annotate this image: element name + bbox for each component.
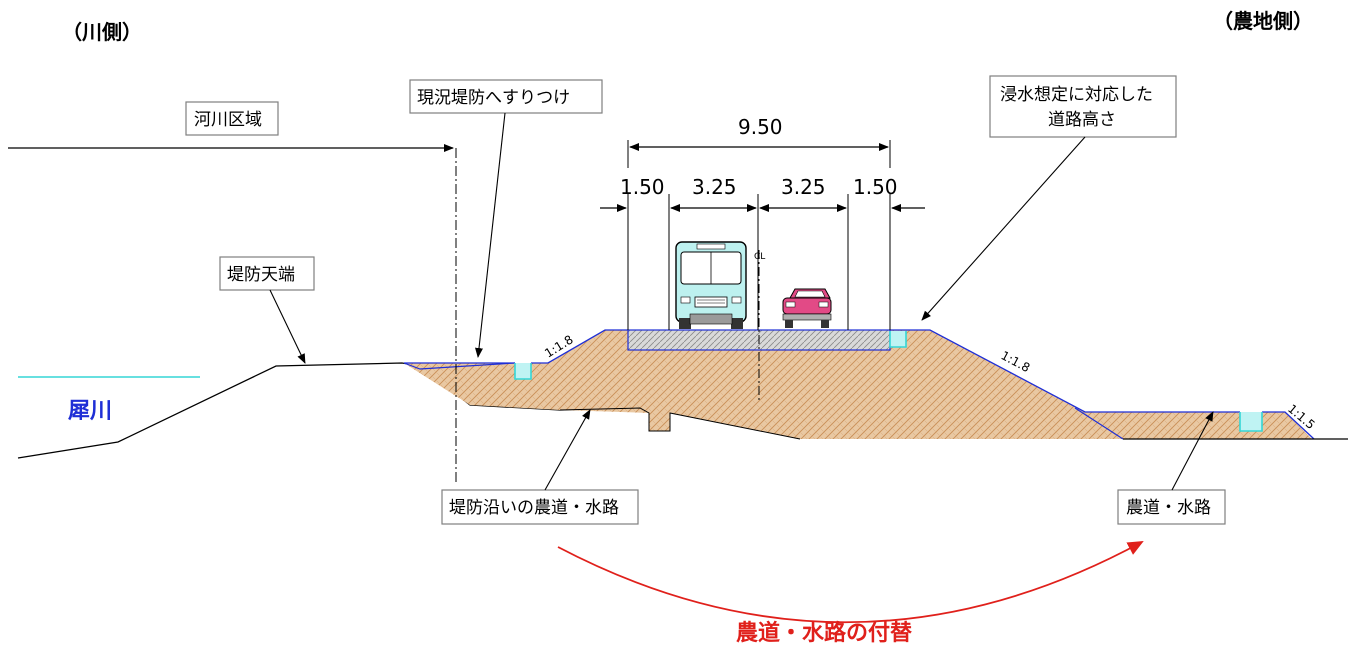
slope-right-line	[890, 329, 1240, 413]
callout-levee-crown: 堤防天端	[227, 265, 295, 285]
relocation-caption: 農道・水路の付替	[736, 620, 912, 646]
callout-tie-in-pointer	[475, 112, 506, 358]
levee-ditch	[514, 363, 532, 380]
callout-tie-in: 現況堤防へすりつけ	[417, 88, 570, 108]
callout-levee-farm-road-box	[441, 489, 639, 525]
callout-levee-farm-road: 堤防沿いの農道・水路	[449, 498, 619, 518]
car-icon	[782, 288, 832, 328]
callout-road-height-line2: 道路高さ	[1048, 110, 1116, 130]
callout-river-zone-box	[185, 101, 279, 136]
callout-road-height-line1: 浸水想定に対応した	[1000, 85, 1153, 105]
callout-farm-road-box	[1117, 489, 1226, 525]
centerline-mark: CL	[754, 252, 765, 262]
dimension-breakdown	[600, 194, 925, 330]
dimension-lane-left: 3.25	[692, 175, 737, 199]
callout-river-zone: 河川区域	[194, 110, 262, 130]
farmland-side-label: （農地側）	[1213, 9, 1313, 33]
callout-levee-farm-road-pointer	[544, 409, 591, 491]
farm-ditch	[1239, 412, 1263, 432]
dimension-lane-right: 3.25	[781, 175, 826, 199]
dimension-shoulder-right: 1.50	[853, 175, 898, 199]
bus-icon	[675, 241, 747, 329]
callout-levee-crown-box	[219, 256, 315, 291]
callout-farm-road-pointer	[1171, 411, 1214, 491]
dimension-shoulder-left: 1.50	[620, 175, 665, 199]
callout-farm-road: 農道・水路	[1126, 498, 1211, 518]
relocation-arrow	[557, 541, 1144, 624]
embankment-foot	[559, 407, 801, 440]
road-side-ditch	[889, 331, 907, 348]
dimension-total-label: 9.50	[738, 115, 783, 139]
road-embankment	[404, 330, 1312, 439]
river-side-label: （川側）	[62, 20, 142, 44]
slope-left-line	[531, 329, 628, 364]
callout-levee-crown-pointer	[269, 289, 306, 364]
callout-road-height-box	[989, 75, 1177, 138]
dimension-total	[627, 140, 891, 168]
slope-far-right-line	[1262, 411, 1315, 440]
callout-tie-in-box	[409, 79, 603, 114]
river-name: 犀川	[68, 399, 112, 424]
surface-left	[403, 362, 516, 370]
callout-road-height-pointer	[921, 136, 1086, 321]
slope-inner-line	[1074, 407, 1124, 440]
